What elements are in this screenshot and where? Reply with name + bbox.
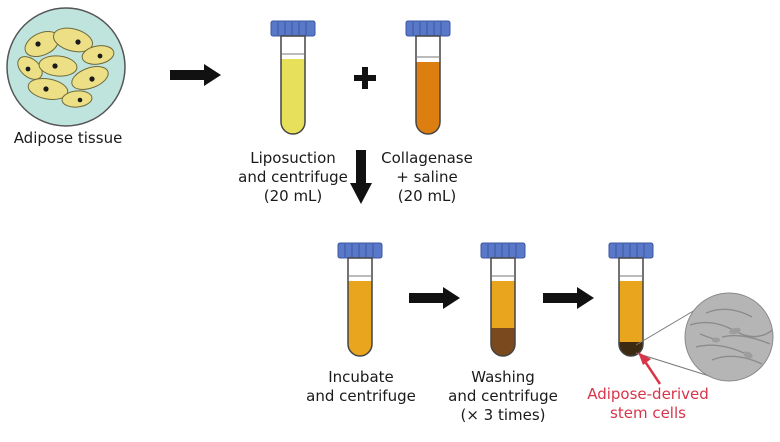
- tube-liquid: [416, 62, 440, 134]
- fat-cell: [52, 27, 94, 53]
- arrow-right-icon: [170, 64, 221, 86]
- arrow-right-icon: [543, 287, 594, 309]
- label-collagenase: Collagenase + saline (20 mL): [381, 149, 473, 205]
- cell-nucleus: [89, 76, 95, 82]
- adipose-tissue-dish: [6, 7, 126, 127]
- cell-nucleus: [52, 63, 58, 69]
- pointer-arrow-icon: [638, 352, 662, 385]
- tube-body: [347, 257, 373, 357]
- micrograph-lens: [684, 292, 774, 382]
- cell-nucleus: [75, 39, 81, 45]
- plus-icon: [354, 67, 376, 89]
- arrow-down-icon: [350, 150, 372, 204]
- label-washing: Washing and centrifuge (× 3 times): [448, 368, 558, 424]
- cell-nucleus: [25, 66, 31, 72]
- label-liposuction: Liposuction and centrifuge (20 mL): [238, 149, 348, 205]
- tube-body: [490, 257, 516, 357]
- tube-body: [415, 35, 441, 135]
- arrow-right-icon: [409, 287, 460, 309]
- fat-cell: [61, 90, 93, 108]
- tube-incubate: [337, 242, 383, 357]
- tube-liquid: [281, 59, 305, 134]
- tube-stem-cells: [608, 242, 654, 357]
- label-incubate: Incubate and centrifuge: [306, 368, 416, 405]
- tube-liposuction: [270, 20, 316, 135]
- tube-body: [618, 257, 644, 357]
- tube-pellet: [491, 328, 515, 356]
- cell-nucleus: [77, 97, 83, 103]
- tube-liquid: [348, 281, 372, 356]
- label-adipose-tissue: Adipose tissue: [13, 129, 123, 147]
- tube-pellet: [619, 342, 643, 356]
- tube-liquid: [491, 281, 515, 328]
- cell-nucleus: [43, 86, 49, 92]
- tube-liquid: [619, 281, 643, 342]
- cell-nucleus: [97, 53, 103, 59]
- tube-washing: [480, 242, 526, 357]
- tube-body: [280, 35, 306, 135]
- cell-nucleus: [35, 41, 41, 47]
- fat-cell: [38, 55, 78, 77]
- label-stem-cells: Adipose-derived stem cells: [587, 385, 709, 422]
- tube-collagenase: [405, 20, 451, 135]
- cell-nuclei: [25, 39, 103, 103]
